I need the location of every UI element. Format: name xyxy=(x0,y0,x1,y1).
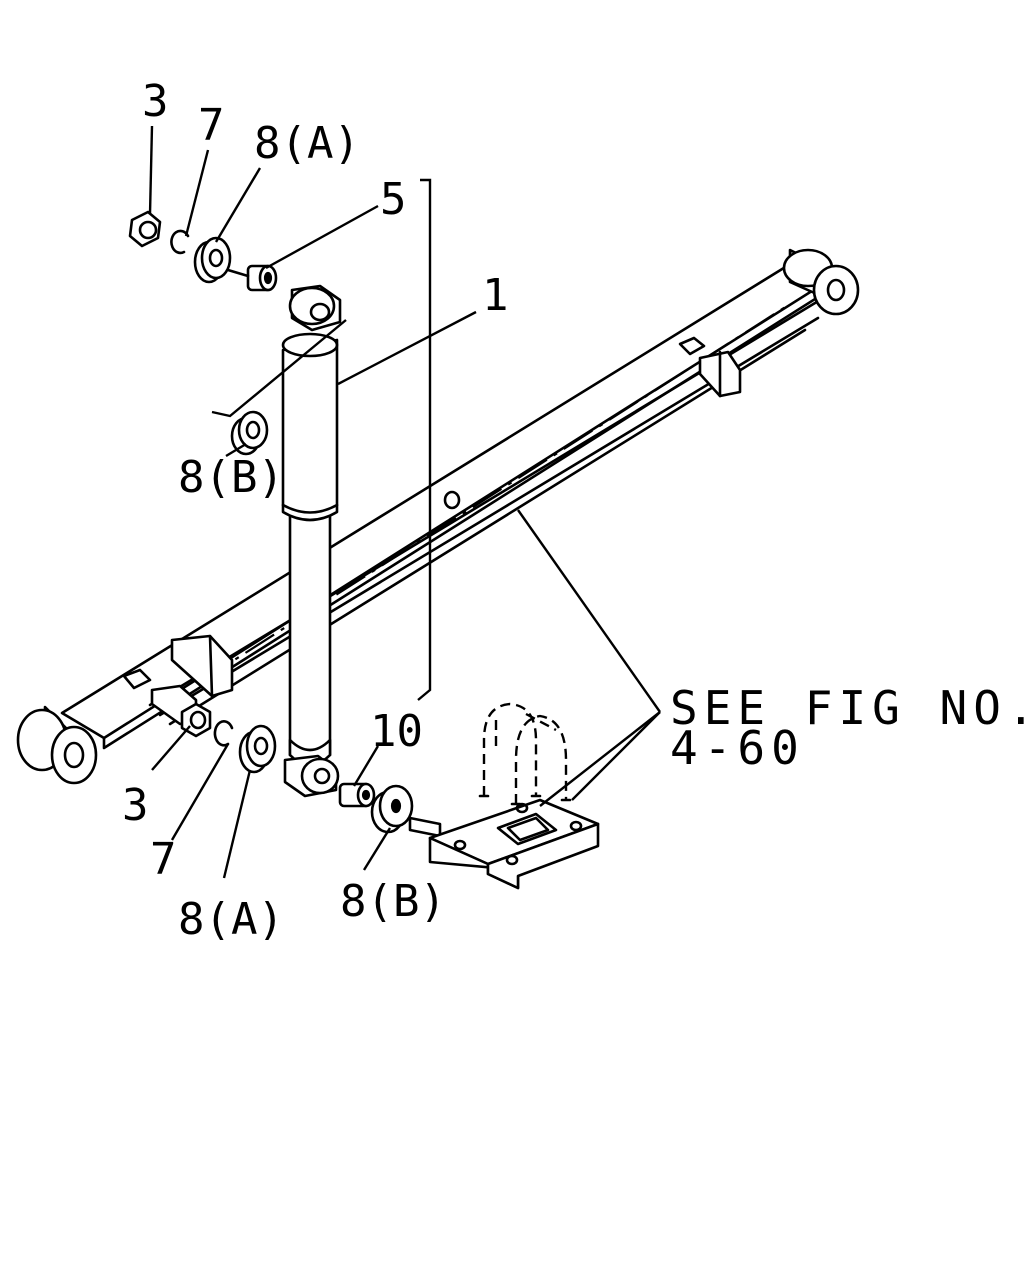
spring-seat-bracket xyxy=(428,798,600,890)
spring-clip-rear xyxy=(678,336,742,398)
callout-top-ring: 7 xyxy=(198,100,225,151)
upper-inner-washer-b xyxy=(230,410,269,456)
upper-snap-ring xyxy=(170,229,190,255)
u-bolts xyxy=(478,702,572,806)
callout-lower-inner-washer: 8(B) xyxy=(340,876,446,927)
upper-shock-eye xyxy=(288,284,342,332)
callout-bottom-washer: 8(A) xyxy=(178,894,284,945)
callout-bottom-nut: 3 xyxy=(122,780,149,831)
callout-top-washer: 8(A) xyxy=(254,118,360,169)
reference-line-2: 4-60 xyxy=(670,721,805,775)
lower-washer-a xyxy=(238,724,277,774)
callout-top-nut: 3 xyxy=(142,76,169,127)
upper-nut xyxy=(128,210,162,248)
lower-snap-ring xyxy=(213,720,234,747)
rear-spring-eye xyxy=(782,248,860,316)
upper-washer-a xyxy=(193,236,232,284)
lower-washer-b xyxy=(370,784,414,834)
callout-upper-inner-washer: 8(B) xyxy=(178,452,284,503)
lower-bushing xyxy=(338,782,376,808)
callout-bottom-ring: 7 xyxy=(150,834,177,885)
callout-top-bushing: 5 xyxy=(380,174,407,225)
leader-lines xyxy=(148,125,661,879)
center-bolt-hole xyxy=(443,490,461,510)
upper-bushing xyxy=(246,264,278,292)
callout-bottom-bushing: 10 xyxy=(370,706,423,757)
front-spring-eye xyxy=(16,705,98,785)
shock-absorber xyxy=(281,284,342,798)
callout-shock-absorber: 1 xyxy=(482,270,509,321)
lower-shock-eye xyxy=(283,754,340,798)
upper-hardware xyxy=(128,210,347,456)
lower-mount-stud xyxy=(408,816,442,838)
leaf-spring xyxy=(16,248,860,785)
reference-line-1: SEE FIG NO. xyxy=(670,681,1024,735)
